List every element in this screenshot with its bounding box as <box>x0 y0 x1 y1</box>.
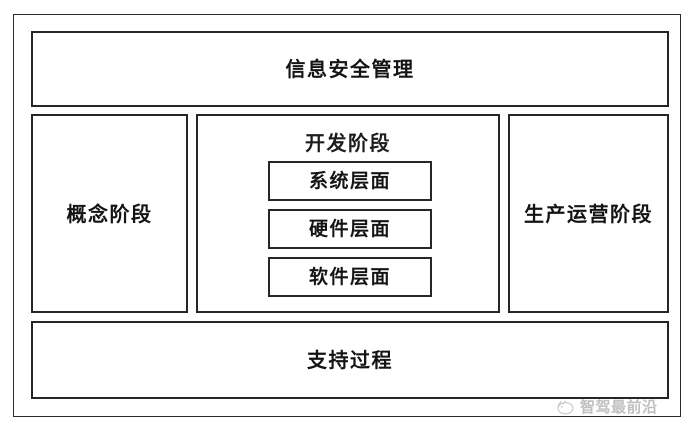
phase-label-production: 生产运营阶段 <box>524 201 653 226</box>
information-security-management-label: 信息安全管理 <box>285 57 415 81</box>
development-layer-label-system: 系统层面 <box>308 169 391 192</box>
phase-box-production: 生产运营阶段 <box>508 114 669 313</box>
phase-label-concept: 概念阶段 <box>66 201 153 226</box>
diagram-outer-frame: 信息安全管理 概念阶段 开发阶段 系统层面 硬件层面 软件层面 生产运营 <box>13 14 681 417</box>
information-security-management-band: 信息安全管理 <box>31 31 669 107</box>
support-process-label: 支持过程 <box>307 348 393 372</box>
phase-label-development: 开发阶段 <box>305 131 391 155</box>
support-process-band: 支持过程 <box>31 321 669 399</box>
development-layer-software: 软件层面 <box>268 257 432 297</box>
phase-box-development: 开发阶段 系统层面 硬件层面 软件层面 <box>196 114 500 313</box>
development-layer-system: 系统层面 <box>268 161 432 201</box>
development-layer-hardware: 硬件层面 <box>268 209 432 249</box>
development-layer-stack: 系统层面 硬件层面 软件层面 <box>268 161 432 297</box>
development-layer-label-software: 软件层面 <box>308 265 391 288</box>
phase-box-concept: 概念阶段 <box>31 114 188 313</box>
development-layer-label-hardware: 硬件层面 <box>308 217 391 240</box>
